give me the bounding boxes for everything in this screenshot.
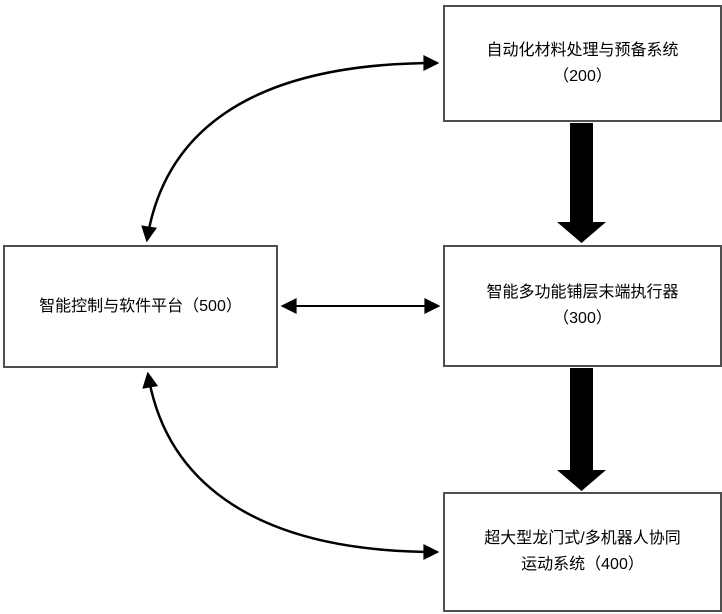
arrow-500-400-bidirectional xyxy=(142,371,440,560)
block-arrow-300-400 xyxy=(557,368,606,491)
arrow-500-200-bidirectional xyxy=(141,55,440,243)
node-label-line2: 运动系统（400） xyxy=(521,556,644,573)
node-label-line1: 超大型龙门式/多机器人协同 xyxy=(484,530,681,547)
node-control-software-platform: 智能控制与软件平台（500） xyxy=(3,245,278,368)
node-material-prep-system: 自动化材料处理与预备系统 （200） xyxy=(443,5,722,122)
node-gantry-motion-system: 超大型龙门式/多机器人协同 运动系统（400） xyxy=(443,492,722,612)
node-label-line1: 智能控制与软件平台（500） xyxy=(39,297,242,315)
node-label-line1: 智能多功能铺层末端执行器 xyxy=(486,284,679,301)
node-label-line1: 自动化材料处理与预备系统 xyxy=(486,41,679,59)
node-label-line2: （300） xyxy=(553,310,612,327)
node-layup-end-effector: 智能多功能铺层末端执行器 （300） xyxy=(443,245,722,367)
block-arrow-200-300 xyxy=(557,123,606,243)
node-label-line2: （200） xyxy=(553,67,612,85)
